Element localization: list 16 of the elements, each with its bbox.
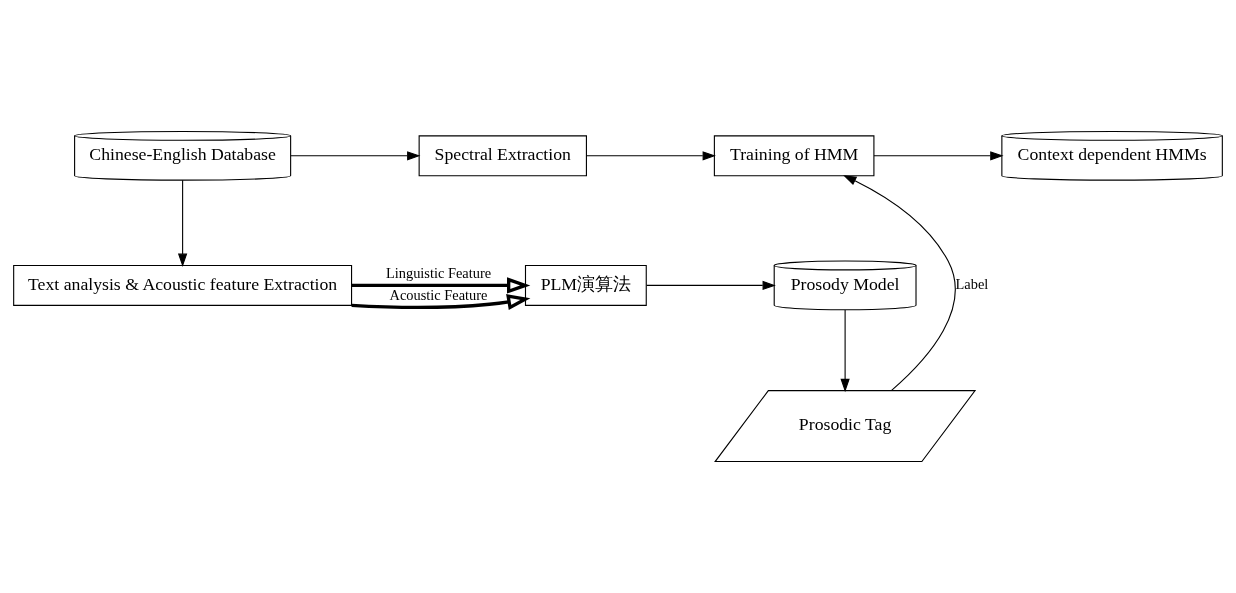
arrow (840, 309, 850, 393)
arrow (351, 294, 531, 311)
arrow (177, 179, 188, 267)
node-box: PLM演算法 (524, 264, 647, 306)
edge-label: Label (955, 276, 989, 293)
arrow (843, 175, 956, 391)
arrow (585, 151, 716, 161)
node-box: Spectral Extraction (418, 135, 587, 177)
node-box: Text analysis & Acoustic feature Extraction (13, 264, 353, 306)
arrow (351, 277, 531, 294)
arrow (873, 151, 1004, 161)
edge-label: Linguistic Feature (385, 265, 492, 282)
arrow (290, 151, 421, 161)
arrow (646, 280, 776, 291)
edge-label: Acoustic Feature (389, 287, 488, 304)
node-box: Training of HMM (713, 135, 875, 177)
